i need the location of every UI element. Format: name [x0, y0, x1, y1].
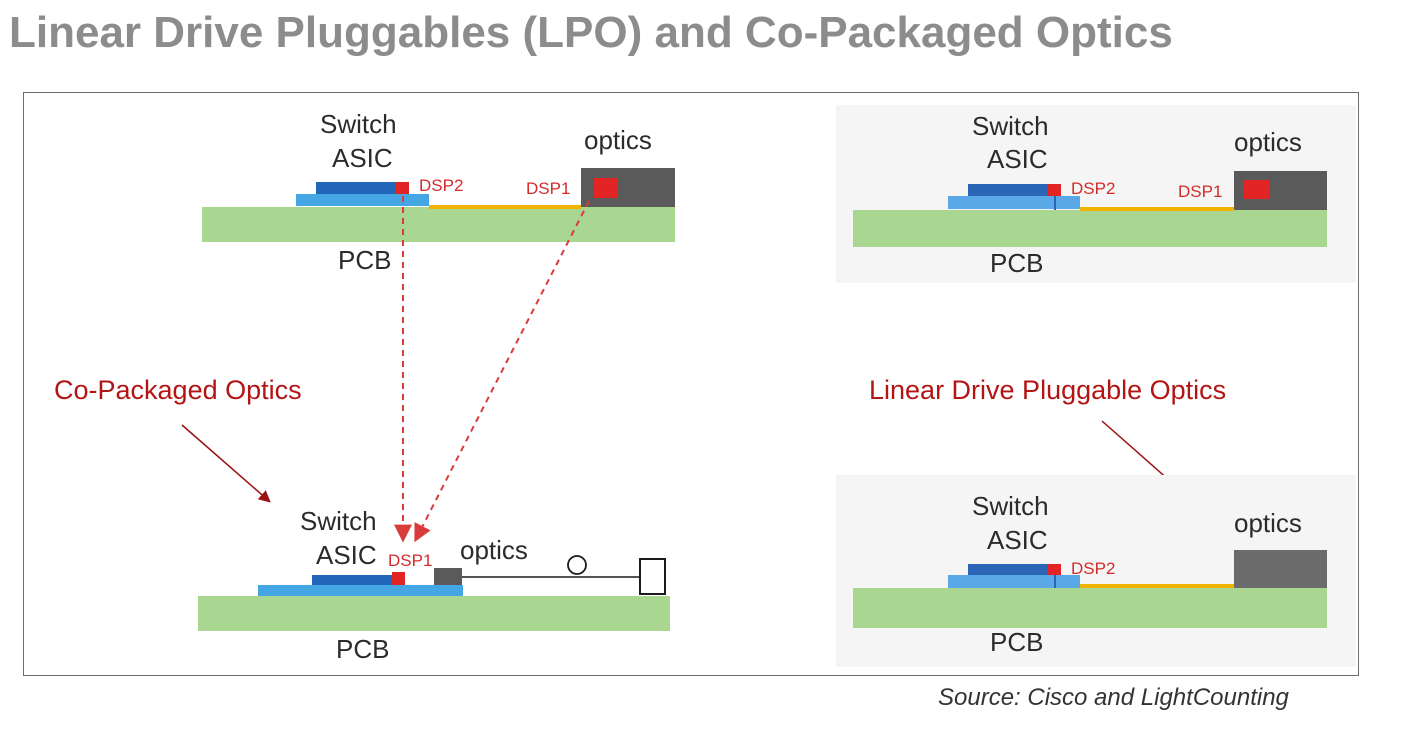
- optics-label: optics: [1234, 127, 1302, 157]
- asic-substrate: [296, 194, 429, 206]
- pcb-board: [853, 588, 1327, 628]
- asic-substrate: [948, 196, 1080, 209]
- switch-label: Switch: [300, 506, 377, 536]
- optics-engine: [434, 568, 462, 585]
- optics-module: [1234, 550, 1327, 588]
- optics-label: optics: [460, 535, 528, 565]
- switch-label: Switch: [972, 491, 1049, 521]
- panel-linear-drive-pluggable: Switch ASIC optics PCB DSP2: [836, 475, 1356, 667]
- dsp2-chip: [396, 182, 409, 194]
- dsp1-label: DSP1: [1178, 182, 1222, 201]
- asic-die: [312, 575, 400, 585]
- dsp2-chip: [1048, 564, 1061, 575]
- pcb-label: PCB: [990, 627, 1043, 657]
- dsp2-chip: [1048, 184, 1061, 196]
- dsp2-label: DSP2: [419, 176, 463, 195]
- dsp2-label: DSP2: [1071, 179, 1115, 198]
- asic-substrate: [258, 585, 463, 596]
- pcb-board: [198, 596, 670, 631]
- dsp1-label: DSP1: [388, 551, 432, 570]
- dsp1-chip: [594, 178, 618, 198]
- pcb-label: PCB: [338, 245, 391, 275]
- cpo-callout-label: Co-Packaged Optics: [54, 375, 302, 405]
- source-caption: Source: Cisco and LightCounting: [938, 684, 1289, 711]
- dsp1-chip: [392, 572, 405, 585]
- asic-label: ASIC: [987, 525, 1048, 555]
- switch-label: Switch: [972, 111, 1049, 141]
- pcb-board: [202, 207, 675, 242]
- dsp1-label: DSP1: [526, 179, 570, 198]
- panel-pluggable-dsp: Switch ASIC optics PCB DSP2 DSP1: [202, 109, 675, 275]
- dsp1-migration-arrow: [414, 200, 590, 543]
- lpo-callout-label: Linear Drive Pluggable Optics: [869, 375, 1226, 405]
- asic-die: [316, 182, 404, 194]
- asic-die: [968, 564, 1056, 575]
- diagram-frame: Switch ASIC optics PCB DSP2 DSP1 Co-Pack…: [23, 92, 1359, 676]
- asic-label: ASIC: [987, 144, 1048, 174]
- page-title: Linear Drive Pluggables (LPO) and Co-Pac…: [9, 8, 1173, 57]
- panel-co-packaged-optics: Switch ASIC DSP1 optics PCB: [198, 506, 670, 664]
- optics-label: optics: [1234, 508, 1302, 538]
- electrical-trace: [1080, 584, 1234, 588]
- pcb-label: PCB: [990, 248, 1043, 278]
- pcb-label: PCB: [336, 634, 389, 664]
- asic-label: ASIC: [332, 143, 393, 173]
- optics-label: optics: [584, 125, 652, 155]
- connector-box-icon: [639, 558, 666, 595]
- panel-pluggable-dsp-right: Switch ASIC optics PCB DSP2 DSP1: [836, 105, 1356, 283]
- pcb-board: [853, 210, 1327, 247]
- fiber-loop-icon: [567, 555, 587, 575]
- dsp1-chip: [1244, 180, 1269, 199]
- asic-substrate: [948, 575, 1080, 588]
- cpo-callout-arrow: [181, 424, 271, 503]
- asic-label: ASIC: [316, 540, 377, 570]
- diagram-canvas: Switch ASIC optics PCB DSP2 DSP1 Co-Pack…: [54, 105, 1356, 667]
- electrical-trace: [429, 205, 581, 209]
- asic-die: [968, 184, 1056, 196]
- electrical-trace: [1080, 207, 1234, 211]
- dsp2-label: DSP2: [1071, 559, 1115, 578]
- switch-label: Switch: [320, 109, 397, 139]
